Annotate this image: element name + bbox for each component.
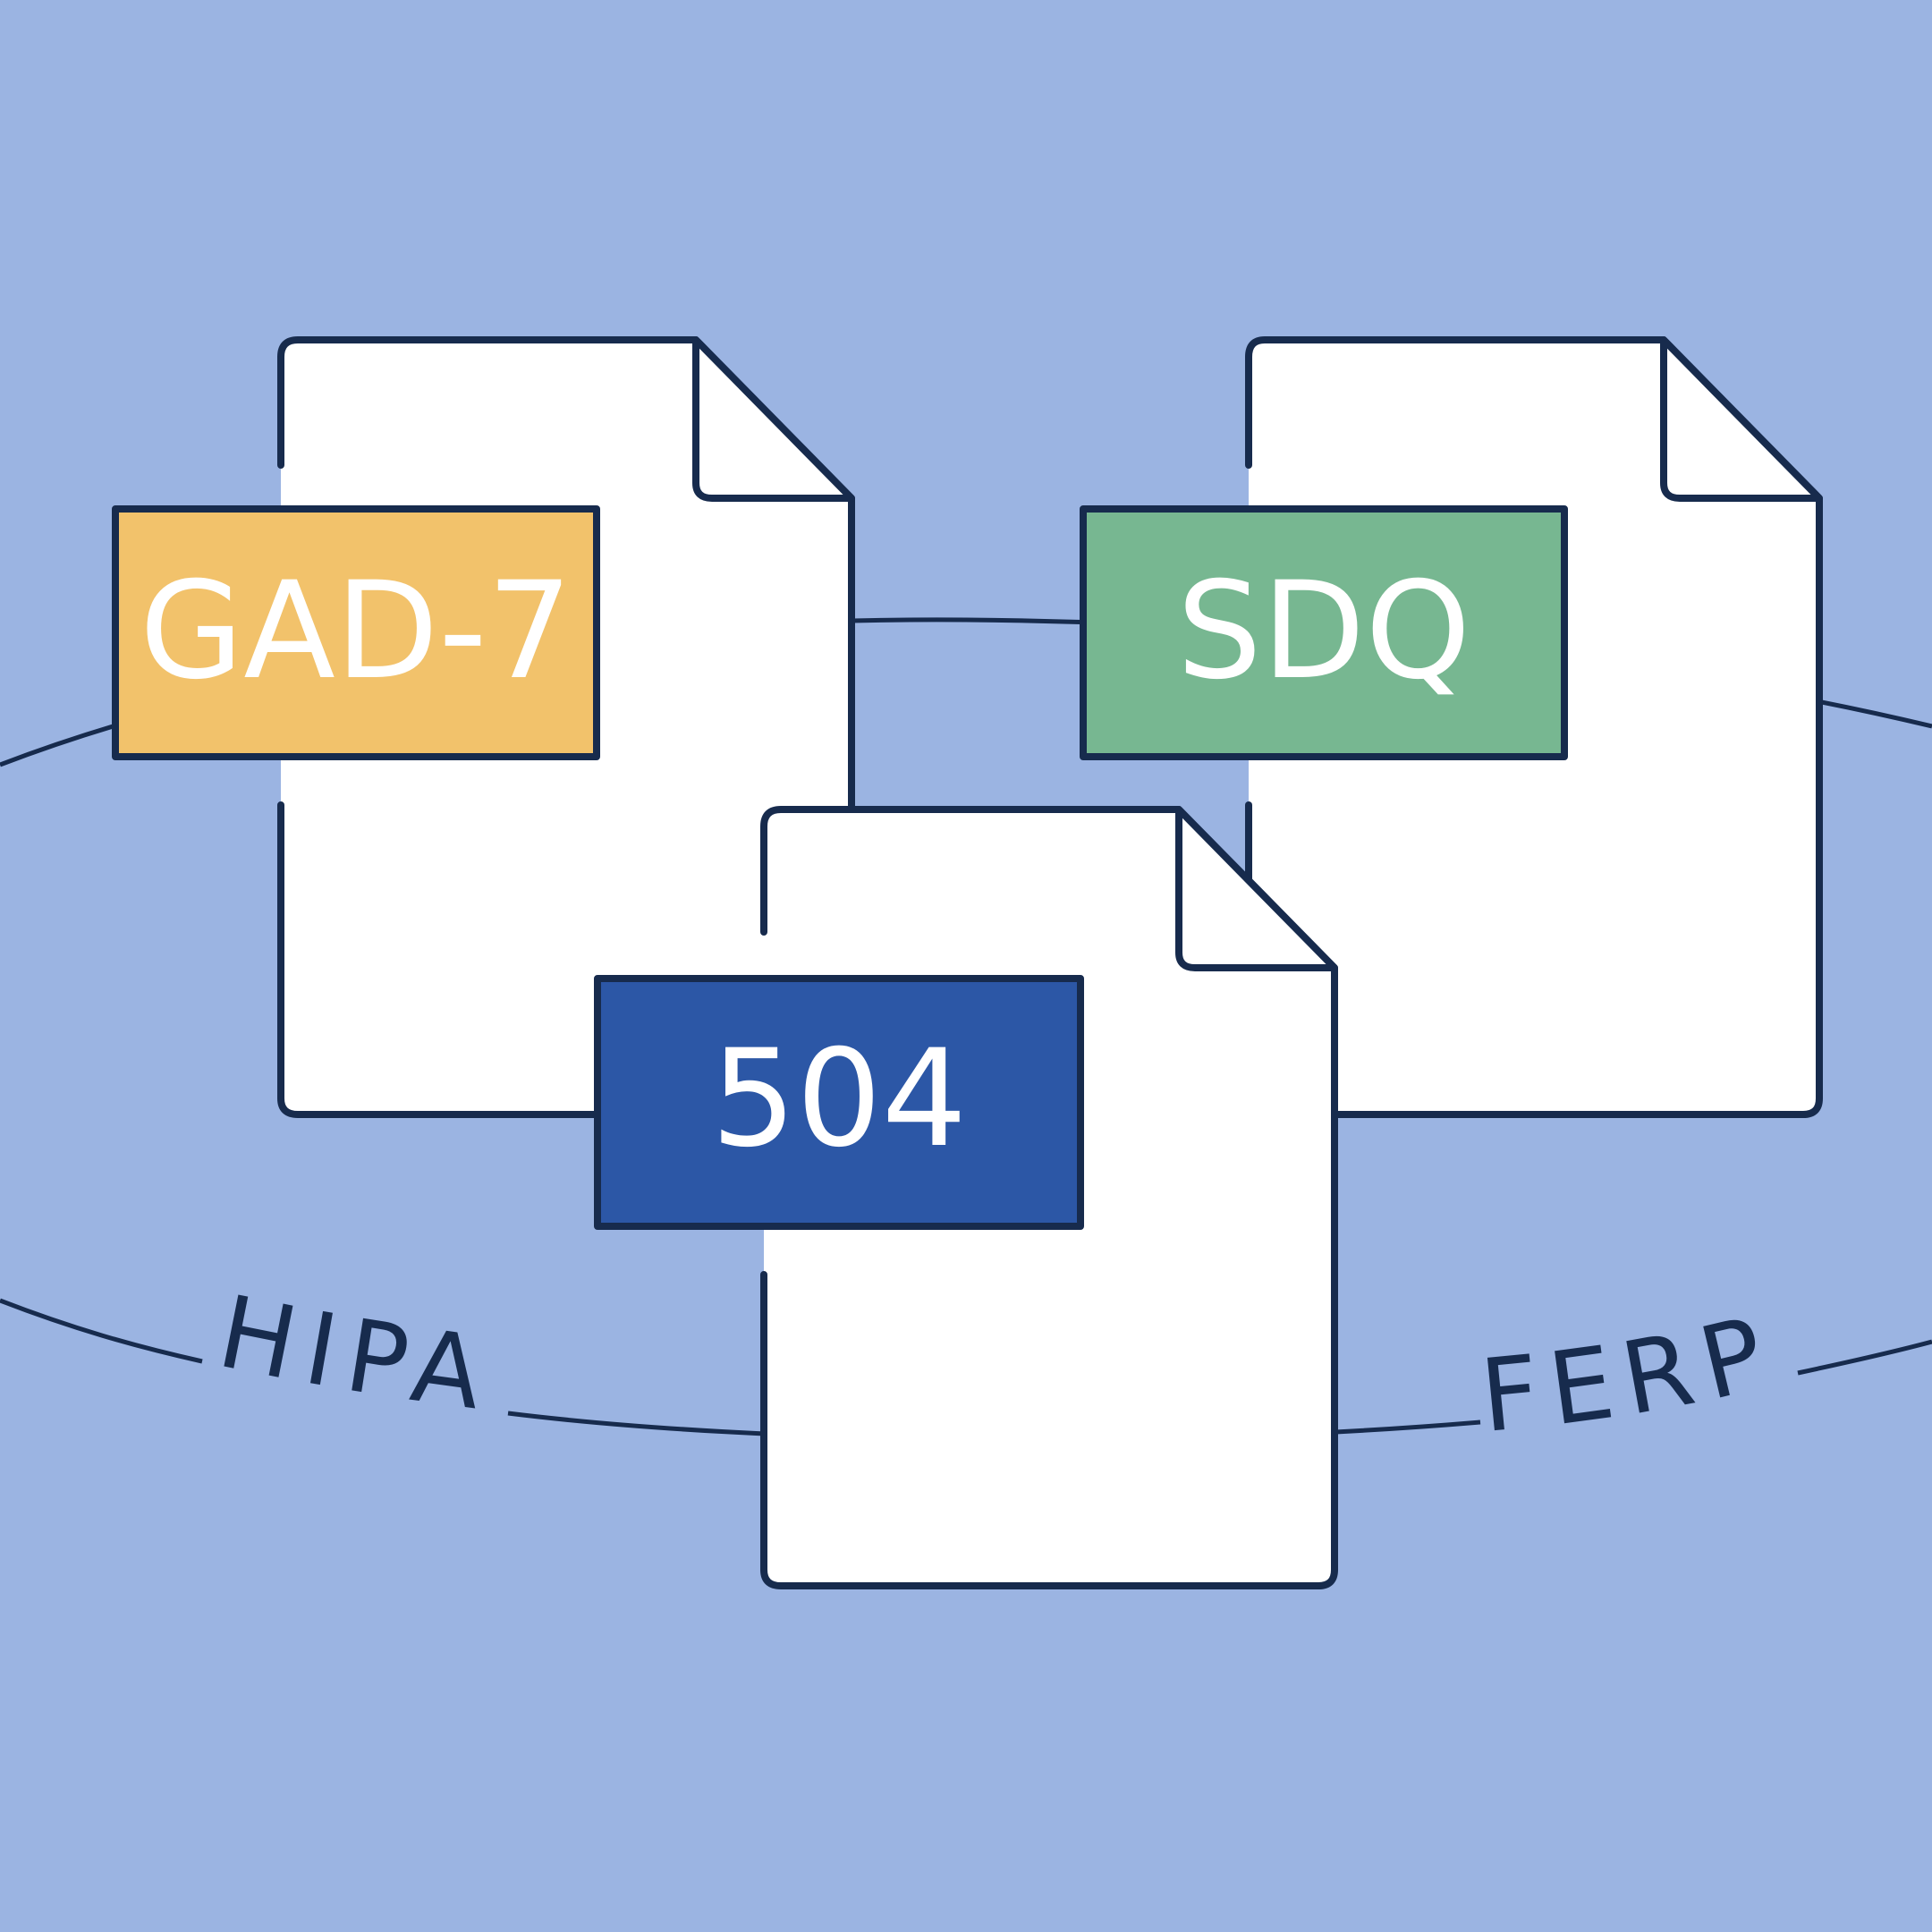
label-tag-bg <box>594 975 1084 1230</box>
label-tag-gad7: GAD-7 <box>112 505 600 760</box>
document-outline <box>760 806 1338 1589</box>
label-tag-504: 504 <box>594 975 1084 1230</box>
label-tag-bg <box>1080 505 1568 760</box>
page-fold-corner <box>692 336 855 502</box>
document-504: 504 <box>594 806 1338 1589</box>
label-tag-text: SDQ <box>1177 554 1471 709</box>
label-tag-text: GAD-7 <box>140 554 572 709</box>
document-sdq: SDQ <box>1080 336 1823 1118</box>
label-tag-bg <box>112 505 600 760</box>
document-outline <box>277 336 855 812</box>
label-tag-text: 504 <box>711 1021 967 1177</box>
label-tag-sdq: SDQ <box>1080 505 1568 760</box>
page-fold-corner <box>1175 806 1338 971</box>
document-outline-lower <box>277 801 601 1118</box>
document-gad7: GAD-7 <box>112 336 855 1118</box>
page-fold-corner <box>1660 336 1823 502</box>
